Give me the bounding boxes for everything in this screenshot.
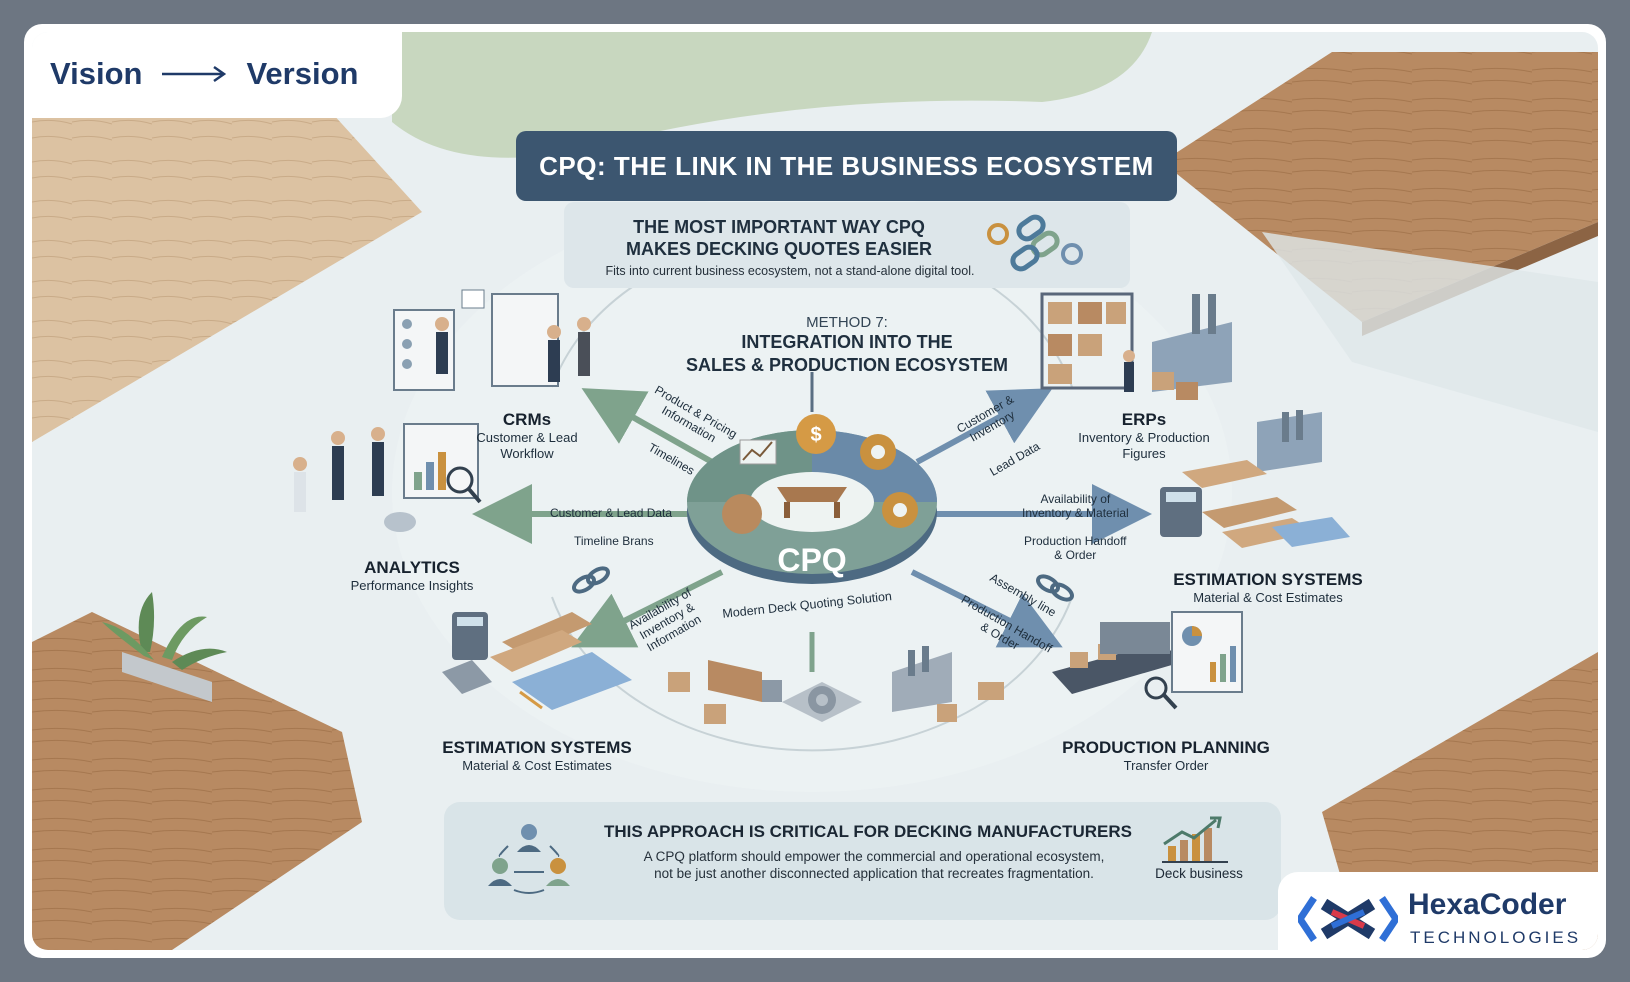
edge-label-production-handoff-right: Production Handoff & Order: [1024, 534, 1127, 562]
analytics-illustration: [293, 423, 482, 532]
node-production-planning: PRODUCTION PLANNING Transfer Order: [1062, 738, 1270, 773]
cpq-hub: $: [687, 414, 937, 584]
estimation-right-illustration: [1160, 410, 1350, 548]
deck-top-left: [32, 102, 422, 442]
node-erps: ERPs Inventory & Production Figures: [1078, 410, 1210, 461]
bottom-heading: THIS APPROACH IS CRITICAL FOR DECKING MA…: [604, 822, 1132, 841]
chain-gears-icon: [987, 214, 1083, 272]
hub-label: CPQ: [777, 542, 847, 578]
arrow-to-erps: [915, 388, 1053, 465]
chain-link-icons: [572, 566, 1074, 602]
logistics-illustration: [668, 646, 1004, 724]
method-heading: METHOD 7: INTEGRATION INTO THE SALES & P…: [612, 314, 1082, 377]
node-estimation-left: ESTIMATION SYSTEMS Material & Cost Estim…: [442, 738, 632, 773]
edge-label-customer-lead-data: Customer & Lead Data: [550, 506, 673, 520]
bottom-callout: THIS APPROACH IS CRITICAL FOR DECKING MA…: [444, 802, 1281, 920]
plant: [102, 592, 227, 702]
erps-illustration: [1040, 292, 1232, 400]
page-title: CPQ: THE LINK IN THE BUSINESS ECOSYSTEM: [516, 131, 1177, 201]
svg-text:$: $: [810, 424, 821, 446]
hexacoder-logo-icon: [1298, 896, 1398, 942]
subtitle-description: Fits into current business ecosystem, no…: [605, 264, 975, 278]
arrow-to-crms: [581, 388, 714, 465]
deck-top-right: [1162, 52, 1598, 322]
brand-word-vision: Vision: [50, 56, 143, 91]
estimation-left-illustration: [442, 612, 632, 710]
infographic-frame: $: [24, 24, 1606, 958]
bottom-description: A CPQ platform should empower the commer…: [643, 849, 1105, 881]
hexacoder-logo: HexaCoder TECHNOLOGIES: [1278, 872, 1598, 950]
scene: $: [32, 32, 1598, 950]
brand-word-version: Version: [246, 56, 359, 91]
node-crms: CRMs Customer & Lead Workflow: [476, 410, 578, 461]
team-network-icon: [488, 824, 570, 894]
method-title: INTEGRATION INTO THE SALES & PRODUCTION …: [685, 332, 1009, 375]
green-hill: [392, 32, 1152, 158]
arrow-right-icon: [162, 65, 227, 83]
node-estimation-right: ESTIMATION SYSTEMS Material & Cost Estim…: [1173, 570, 1363, 605]
edge-label-timeline-brans: Timeline Brans: [574, 534, 654, 548]
growth-chart-icon: [1162, 816, 1228, 863]
logo-name: HexaCoder: [1408, 888, 1567, 921]
arrow-to-production: [910, 569, 1063, 648]
crms-illustration: [393, 289, 591, 391]
logo-tagline: TECHNOLOGIES: [1410, 928, 1582, 947]
bottom-chart-caption: Deck business: [1155, 866, 1243, 881]
subtitle-box: THE MOST IMPORTANT WAY CPQ MAKES DECKING…: [564, 202, 1130, 288]
arrow-to-estimation-left: [571, 569, 724, 648]
node-analytics: ANALYTICS Performance Insights: [350, 558, 474, 593]
subtitle-heading: THE MOST IMPORTANT WAY CPQ MAKES DECKING…: [625, 217, 933, 259]
production-illustration: [1052, 611, 1243, 710]
brand-tab: Vision Version: [32, 32, 402, 118]
deck-bottom-left: [32, 612, 362, 950]
method-label: METHOD 7:: [806, 314, 888, 331]
edge-label-availability-right: Availability of Inventory & Material: [1022, 492, 1129, 520]
